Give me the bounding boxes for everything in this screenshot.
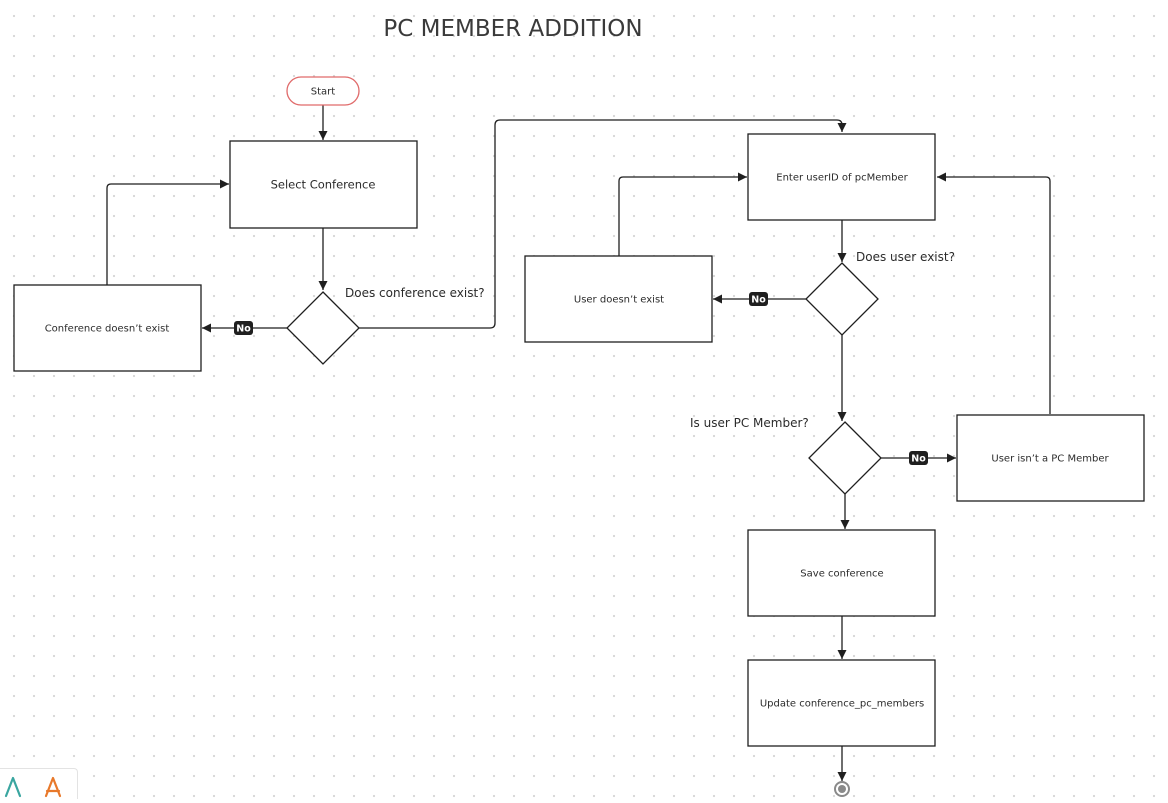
decision-conference-exists-label: Does conference exist?	[345, 286, 485, 300]
decision-is-pc-member-label: Is user PC Member?	[690, 416, 809, 430]
node-not-pc-member-label: User isn’t a PC Member	[991, 454, 1109, 465]
node-update-members-label: Update conference_pc_members	[760, 699, 924, 710]
decision-is-pc-member[interactable]	[808, 421, 882, 495]
node-conference-missing[interactable]: Conference doesn’t exist	[13, 284, 202, 372]
node-start-label: Start	[311, 87, 336, 98]
edge-conference-missing-to-select[interactable]	[106, 179, 229, 285]
edge-user-missing-to-enter-user[interactable]	[618, 172, 747, 256]
edge-label-no-user-text: No	[751, 295, 766, 306]
node-enter-user[interactable]: Enter userID of pcMember	[747, 133, 936, 221]
shape-tool-icon[interactable]	[42, 774, 64, 798]
tool-panel	[0, 768, 78, 799]
node-update-members[interactable]: Update conference_pc_members	[747, 659, 936, 747]
node-end[interactable]	[834, 781, 850, 797]
node-conference-missing-label: Conference doesn’t exist	[45, 324, 170, 335]
node-user-missing[interactable]: User doesn’t exist	[524, 255, 713, 343]
pen-tool-icon[interactable]	[2, 774, 24, 798]
decision-conference-exists[interactable]	[286, 291, 360, 365]
node-select-conference[interactable]: Select Conference	[229, 140, 418, 229]
edge-label-no-pc-member-text: No	[911, 454, 926, 465]
edge-not-pc-member-to-enter-user[interactable]	[937, 172, 1051, 414]
decision-user-exists[interactable]	[805, 262, 879, 336]
edge-label-no-pc-member[interactable]: No	[909, 451, 928, 465]
node-user-missing-label: User doesn’t exist	[574, 295, 664, 306]
node-select-conference-label: Select Conference	[271, 178, 376, 192]
edge-label-no-user[interactable]: No	[749, 292, 768, 306]
node-enter-user-label: Enter userID of pcMember	[776, 173, 908, 184]
decision-user-exists-label: Does user exist?	[856, 250, 955, 264]
diagram-title: PC MEMBER ADDITION	[383, 16, 642, 42]
node-start[interactable]: Start	[286, 76, 360, 106]
edge-decision-to-enter-user[interactable]	[359, 119, 847, 329]
edge-label-no-conference-text: No	[236, 324, 251, 335]
node-save-conference[interactable]: Save conference	[747, 529, 936, 617]
edge-label-no-conference[interactable]: No	[234, 321, 253, 335]
node-not-pc-member[interactable]: User isn’t a PC Member	[956, 414, 1145, 502]
node-save-conference-label: Save conference	[800, 569, 883, 580]
